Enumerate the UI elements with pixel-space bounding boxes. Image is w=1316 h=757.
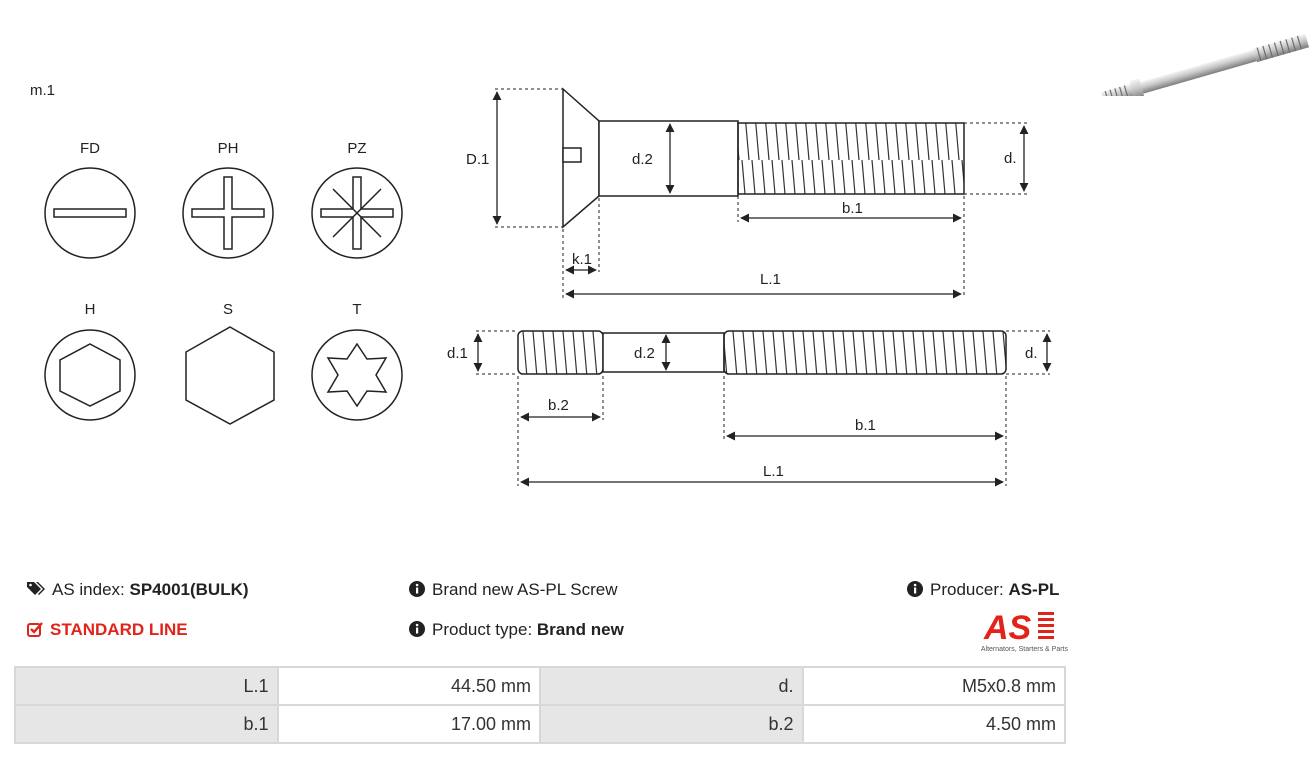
spec-value: 44.50 mm [276,666,541,706]
svg-text:Alternators, Starters & Parts: Alternators, Starters & Parts [981,646,1069,653]
tags-icon [27,582,45,595]
screw-drawing: D.1 d.2 d. b.1 k.1 L.1 [466,87,1029,299]
stud-label-d1: d.1 [447,345,468,362]
pozidriv-drive-icon [311,167,403,259]
product-type-value: Brand new [536,620,624,639]
head-code-ph: PH [218,140,239,157]
as-pl-logo: AS Alternators, Starters & Parts [981,609,1069,653]
dim-label-b1: b.1 [842,200,863,217]
stud-label-d2: d.2 [634,345,655,362]
stud-label-b2: b.2 [548,397,569,414]
torx-drive-icon [311,329,403,421]
product-photo [1101,33,1310,96]
dim-label-D1: D.1 [466,151,489,168]
spec-value: 4.50 mm [801,704,1066,744]
stud-drawing: d.1 d.2 d. b.2 b.1 L.1 [447,330,1052,487]
head-code-fd: FD [80,140,100,157]
hex-socket-drive-icon [44,329,136,421]
spec-label: d. [539,666,804,706]
flat-slot-drive-icon [44,167,136,259]
dim-label-d: d. [1004,150,1017,167]
dim-label-d2: d.2 [632,151,653,168]
phillips-drive-icon [182,167,274,259]
hex-head-icon [185,326,275,425]
product-type: Product type: Brand new [408,620,624,640]
info-icon [409,621,425,637]
as-index-value: SP4001(BULK) [129,580,249,599]
check-square-icon [27,622,43,637]
head-code-h: H [85,301,96,318]
product-line: STANDARD LINE [26,620,188,640]
head-code-t: T [352,301,361,318]
product-type-label: Product type: [432,620,533,639]
technical-diagram: m.1 FD PH PZ H S T [30,82,1052,487]
spec-label: b.1 [14,704,279,744]
description: Brand new AS-PL Screw [408,580,618,600]
spec-value: 17.00 mm [276,704,541,744]
description-text: Brand new AS-PL Screw [432,580,618,599]
product-line-text: STANDARD LINE [50,620,188,639]
spec-label: b.2 [539,704,804,744]
specs-table: L.1 44.50 mm d. M5x0.8 mm b.1 17.00 mm b… [14,666,1066,744]
info-icon [907,581,923,597]
model-label: m.1 [30,82,55,99]
spec-label: L.1 [14,666,279,706]
spec-value: M5x0.8 mm [801,666,1066,706]
head-code-pz: PZ [347,140,366,157]
dim-label-L1: L.1 [760,271,781,288]
stud-label-d: d. [1025,345,1038,362]
head-code-s: S [223,301,233,318]
producer: Producer: AS-PL [906,580,1059,600]
info-icon [409,581,425,597]
as-index-label: AS index: [52,580,125,599]
as-index: AS index: SP4001(BULK) [26,580,249,600]
stud-label-L1: L.1 [763,463,784,480]
producer-value: AS-PL [1008,580,1060,599]
table-row: L.1 44.50 mm d. M5x0.8 mm [14,666,1066,706]
table-row: b.1 17.00 mm b.2 4.50 mm [14,704,1066,744]
svg-text:AS: AS [983,609,1032,647]
producer-label: Producer: [930,580,1004,599]
stud-label-b1: b.1 [855,417,876,434]
dim-label-k1: k.1 [572,251,592,268]
